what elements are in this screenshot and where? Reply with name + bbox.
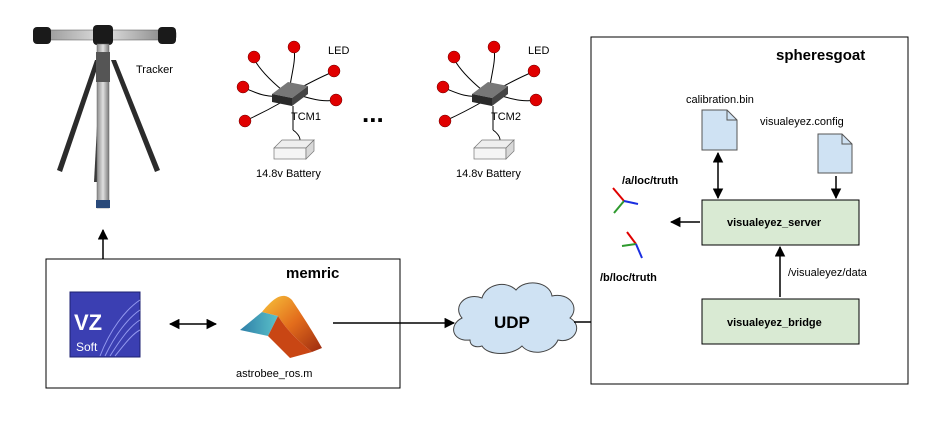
tcm2-battery-label: 14.8v Battery [456, 168, 521, 180]
config-file-label: visualeyez.config [760, 116, 844, 128]
tcm1-led-label: LED [328, 45, 349, 57]
data-topic-label: /visualeyez/data [788, 267, 868, 279]
tracker: Tracker [33, 25, 177, 209]
tcm2-module-icon [472, 82, 508, 106]
tcm2-assembly: LED TCM2 14.8v Battery [436, 40, 549, 180]
spheresgoat-box: spheresgoat calibration.bin visualeyez.c… [590, 36, 909, 385]
tcm1-battery-label: 14.8v Battery [256, 168, 321, 180]
tcm1-label: TCM1 [291, 111, 321, 123]
udp-label: UDP [494, 313, 530, 332]
tcm1-leds [236, 40, 343, 128]
tcm2-led-label: LED [528, 45, 549, 57]
calibration-file-label: calibration.bin [686, 94, 754, 106]
visualeyez-bridge-node: visualeyez_bridge [701, 298, 860, 345]
tcm1-assembly: LED TCM1 14.8v Battery [236, 40, 349, 180]
vzsoft-logo: VZ Soft [69, 291, 141, 358]
tracker-icon [33, 25, 177, 209]
bridge-node-label: visualeyez_bridge [727, 317, 822, 329]
ellipsis: ... [362, 98, 384, 128]
matlab-logo [240, 295, 322, 358]
calibration-file-icon [701, 109, 738, 151]
config-file-icon [817, 133, 853, 174]
matlab-label: astrobee_ros.m [236, 368, 312, 380]
axes-a-icon [612, 187, 639, 214]
vzsoft-logo-sub: Soft [76, 340, 98, 354]
udp-cloud: UDP [453, 282, 578, 354]
axes-b-icon [621, 231, 643, 259]
visualeyez-server-node: visualeyez_server [701, 199, 860, 246]
tracker-label: Tracker [136, 64, 173, 76]
tcm2-battery-icon [473, 139, 515, 160]
tcm2-label: TCM2 [491, 111, 521, 123]
tcm1-battery-icon [273, 139, 315, 160]
topic-a-label: /a/loc/truth [622, 175, 679, 187]
vzsoft-logo-main: VZ [74, 310, 102, 335]
memric-title: memric [286, 265, 339, 282]
tcm2-leds [436, 40, 543, 128]
topic-b-label: /b/loc/truth [600, 272, 657, 284]
spheresgoat-title: spheresgoat [776, 47, 865, 64]
tcm1-module-icon [272, 82, 308, 106]
server-node-label: visualeyez_server [727, 217, 822, 229]
